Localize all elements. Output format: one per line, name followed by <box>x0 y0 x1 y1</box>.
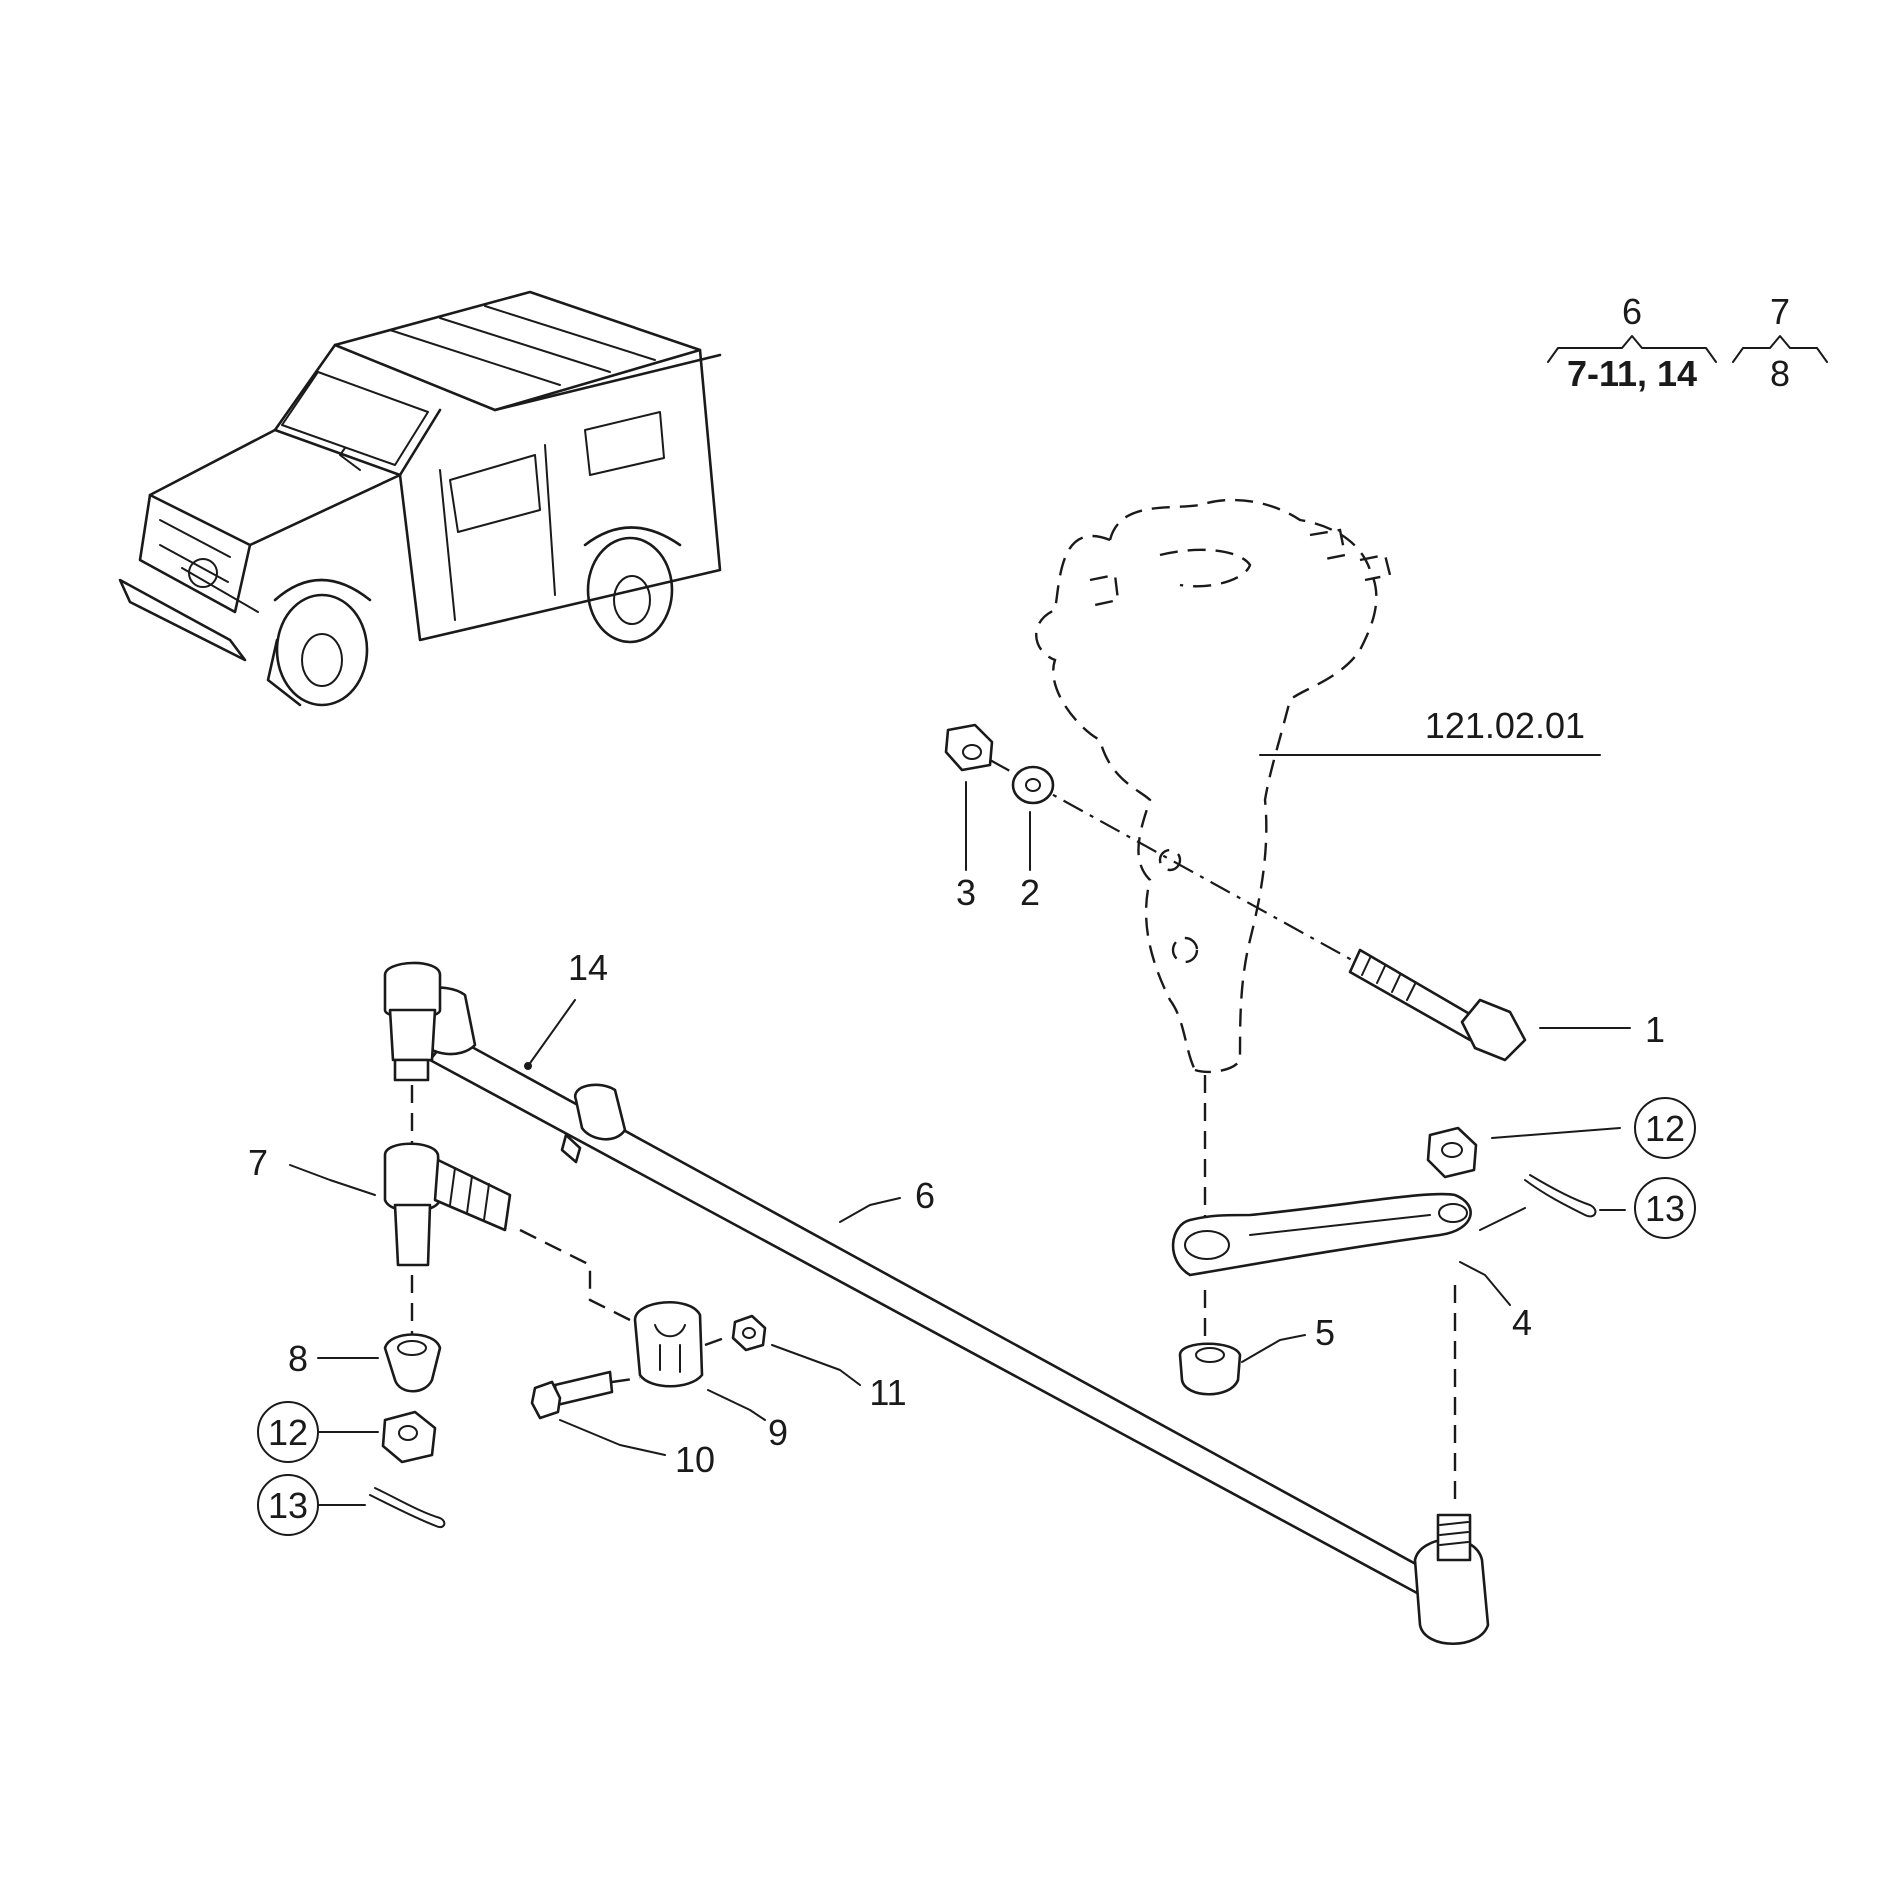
bolt-axis-line <box>989 759 1371 971</box>
callout-circle-13-right <box>1634 1177 1696 1239</box>
left-ball-joint-upper <box>383 961 442 1082</box>
callout-8: 8 <box>288 1338 308 1379</box>
callout-circle-12-left <box>257 1401 319 1463</box>
callout-4: 4 <box>1512 1302 1532 1343</box>
part-6-tie-rod <box>428 1033 1490 1645</box>
assembly-bracket-2 <box>1732 335 1828 363</box>
callout-2: 2 <box>1020 872 1040 913</box>
callout-5: 5 <box>1315 1312 1335 1353</box>
assembly-bracket-1 <box>1547 335 1717 363</box>
callout-6: 6 <box>915 1175 935 1216</box>
part-1-bolt <box>1348 948 1527 1062</box>
callout-11: 11 <box>869 1372 906 1413</box>
callout-7: 7 <box>248 1142 268 1183</box>
part-3-nut <box>944 723 994 772</box>
clamp-dash-path <box>519 1228 631 1322</box>
callout-12-right: 12 <box>1645 1108 1685 1149</box>
leader-11 <box>771 1344 861 1386</box>
leader-13-right-b <box>1479 1207 1526 1231</box>
part-9-clamp-bracket <box>633 1301 704 1388</box>
leader-14 <box>527 999 576 1067</box>
callout-10: 10 <box>675 1439 715 1480</box>
leader-4 <box>1459 1261 1511 1306</box>
reference-code: 121.02.01 <box>1425 705 1585 746</box>
callout-9: 9 <box>768 1412 788 1453</box>
leader-9 <box>707 1389 766 1421</box>
callout-3: 3 <box>956 872 976 913</box>
part-10-bolt <box>530 1370 614 1420</box>
leader-5 <box>1241 1334 1306 1363</box>
assembly-key-group1-bottom: 7-11, 14 <box>1567 353 1697 394</box>
assembly-key-group2-bottom: 8 <box>1770 353 1790 394</box>
callout-14: 14 <box>568 947 608 988</box>
part-2-washer <box>1011 765 1055 805</box>
callout-13-right: 13 <box>1645 1188 1685 1229</box>
steering-gear-outline <box>1035 498 1392 1074</box>
bolt-10-axis <box>611 1376 641 1384</box>
part-5-seal <box>1178 1342 1242 1396</box>
leader-7 <box>289 1164 376 1196</box>
part-13-cotter-pin-left <box>369 1487 446 1528</box>
assembly-key-group1-top: 6 <box>1622 291 1642 332</box>
leader-14-dot <box>524 1062 532 1070</box>
callout-12-left: 12 <box>268 1412 308 1453</box>
part-8-boot <box>383 1333 442 1393</box>
nut-11-axis <box>704 1334 731 1347</box>
part-11-nut <box>731 1314 767 1352</box>
leader-6 <box>839 1197 901 1223</box>
callout-circle-12-right <box>1634 1097 1696 1159</box>
leader-10 <box>559 1419 666 1456</box>
part-12-castle-nut-right <box>1426 1126 1478 1179</box>
callout-1: 1 <box>1645 1009 1665 1050</box>
assembly-key-group2-top: 7 <box>1770 291 1790 332</box>
part-13-cotter-pin-right <box>1524 1174 1597 1218</box>
vehicle-illustration <box>118 290 722 707</box>
leader-12-right <box>1491 1127 1621 1139</box>
part-4-pitman-arm <box>1171 1192 1472 1277</box>
callout-circle-13-left <box>257 1474 319 1536</box>
part-7-tie-rod-end <box>383 1142 512 1267</box>
part-12-castle-nut-left <box>381 1410 437 1464</box>
callout-13-left: 13 <box>268 1485 308 1526</box>
